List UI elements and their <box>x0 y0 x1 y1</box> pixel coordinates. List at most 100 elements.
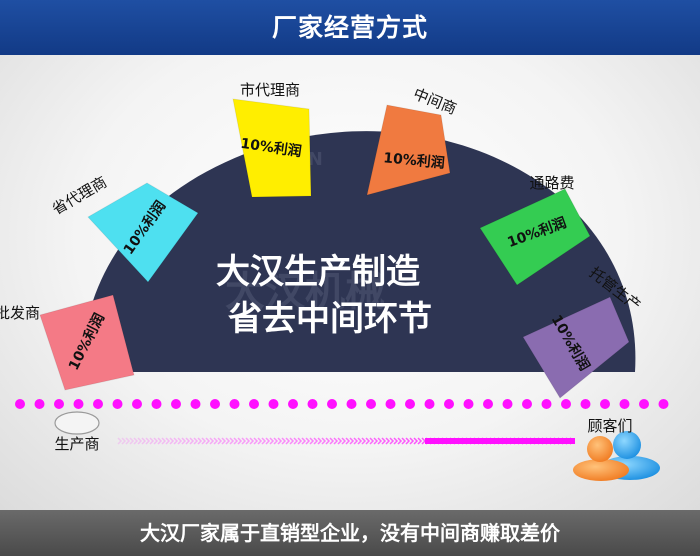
dot <box>249 399 259 409</box>
dot <box>424 399 435 409</box>
dot <box>15 399 25 409</box>
arrow-chevron <box>181 437 187 445</box>
arrow-chevron <box>233 437 239 445</box>
dot <box>54 399 64 409</box>
arrow-chevron <box>249 437 255 445</box>
arrow-chevron <box>265 437 271 445</box>
arrow-chevron <box>421 437 427 445</box>
arrow-chevron <box>381 437 387 445</box>
arrow-chevron <box>385 437 391 445</box>
arrow-chevron <box>253 437 259 445</box>
dome-shape <box>80 131 636 372</box>
arrow-head-bar <box>425 438 575 444</box>
arrow-chevron <box>413 437 419 445</box>
dot <box>210 399 220 409</box>
dot <box>483 399 493 409</box>
arrow-chevron <box>161 437 167 445</box>
card-shape <box>366 104 451 196</box>
dot <box>580 399 591 409</box>
arrow-chevron <box>277 437 283 445</box>
arrow-chevron <box>313 437 319 445</box>
card-shape <box>87 182 199 283</box>
dot <box>268 399 279 409</box>
arrow-chevron <box>353 437 359 445</box>
arrow-chevron <box>405 437 411 445</box>
arrow-chevron <box>417 437 423 445</box>
arrow-chevron <box>369 437 375 445</box>
arrow-chevron <box>153 437 159 445</box>
producer-oval <box>54 411 100 435</box>
center-line-2: 省去中间环节 <box>228 299 432 339</box>
card-profit-text: 10%利润 <box>383 149 446 171</box>
dot <box>132 399 142 409</box>
producer-label: 生产商 <box>54 435 99 453</box>
arrow-chevron <box>225 437 231 445</box>
arrow-chevron <box>193 437 199 445</box>
arrow-chevron <box>333 437 339 445</box>
arrow-chevron <box>269 437 275 445</box>
arrow-chevron <box>149 437 155 445</box>
dot <box>307 399 318 409</box>
arrow-chevron <box>121 437 127 445</box>
arrow-chevron <box>401 437 407 445</box>
arrow-chevron <box>245 437 251 445</box>
dot <box>229 399 240 409</box>
arrow-chevron <box>165 437 171 445</box>
arrow-chevron <box>241 437 247 445</box>
arrow-chevron <box>357 437 363 445</box>
dot <box>151 399 162 409</box>
arrow-chevron <box>209 437 215 445</box>
card-1: 10%利润总批发商 <box>0 294 135 391</box>
arrow-chevron <box>317 437 323 445</box>
dot <box>444 399 454 409</box>
arrow-chevron <box>141 437 147 445</box>
arrow-chevron <box>177 437 183 445</box>
arrow-chevron <box>173 437 179 445</box>
arrow-chevron <box>221 437 227 445</box>
arrow-chevron <box>169 437 175 445</box>
arrow-chevron <box>213 437 219 445</box>
arrow-chevron <box>257 437 263 445</box>
arrow-chevron <box>329 437 335 445</box>
footer-text: 大汉厂家属于直销型企业，没有中间商赚取差价 <box>140 521 560 545</box>
arrow-chevron <box>377 437 383 445</box>
dot <box>93 399 103 409</box>
customers-label: 顾客们 <box>587 417 632 435</box>
arrow-chevron <box>373 437 379 445</box>
dot <box>346 399 357 409</box>
arrow-chevron <box>325 437 331 445</box>
dot <box>366 399 376 409</box>
arrow-chevron <box>129 437 135 445</box>
arrow-chevron <box>197 437 203 445</box>
dot <box>639 399 649 409</box>
page-title: 厂家经营方式 <box>271 13 428 42</box>
arrow-chevron <box>393 437 399 445</box>
dot <box>405 399 415 409</box>
arrow-chevron <box>205 437 211 445</box>
arrow-chevron <box>237 437 243 445</box>
arrow-chevron <box>117 437 123 445</box>
arrow-chevron <box>289 437 295 445</box>
customers-icon <box>573 431 660 481</box>
arrow-chevron <box>201 437 207 445</box>
arrow-chevron <box>297 437 303 445</box>
dotted-line <box>15 399 669 409</box>
arrow-chevron <box>157 437 163 445</box>
center-line-1: 大汉生产制造 <box>216 252 420 292</box>
arrow-chevron <box>349 437 355 445</box>
arrow-chevron <box>145 437 151 445</box>
arrow-chevron <box>409 437 415 445</box>
arrow-chevron <box>137 437 143 445</box>
flow-arrow <box>117 437 575 445</box>
arrow-chevron <box>285 437 291 445</box>
dot <box>658 399 669 409</box>
header-bar: 厂家经营方式 <box>0 0 700 55</box>
dot <box>463 399 474 409</box>
arrow-chevron <box>365 437 371 445</box>
arrow-chevron <box>189 437 195 445</box>
arrow-chevron <box>185 437 191 445</box>
arrow-chevron <box>301 437 307 445</box>
